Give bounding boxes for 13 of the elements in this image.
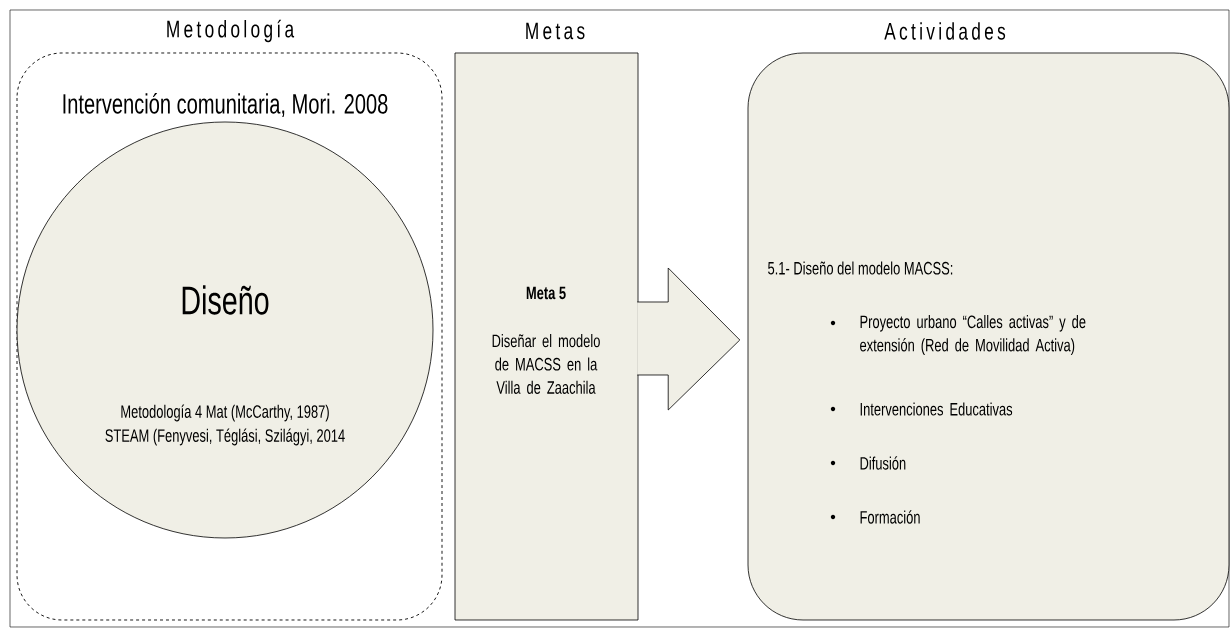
title: Diseño: [182, 285, 269, 315]
goal-title: Meta 5: [526, 286, 566, 300]
bullet-item: Difusión: [830, 456, 906, 470]
goal-description: Diseñar el modelo de MACSS en la Villa de Zaachila: [492, 334, 600, 394]
reference: STEAM (Fenyvesi, Téglási, Szilágyi, 2014: [105, 428, 345, 446]
block-arrow: [636, 267, 741, 411]
heading: Intervención comunitaria, Mori. 2008: [63, 92, 388, 118]
bullet-item: Formación: [830, 510, 920, 524]
column-heading: Metodología: [167, 19, 295, 43]
bullet-item: Intervenciones Educativas: [830, 402, 1013, 416]
section-heading: 5.1- Diseño del modelo MACSS:: [768, 261, 953, 275]
bullet-item: Proyecto urbano “Calles activas” y de extensión (Red de Movilidad Activa): [830, 315, 1086, 355]
reference: Metodología 4 Mat (McCarthy, 1987): [121, 404, 329, 422]
